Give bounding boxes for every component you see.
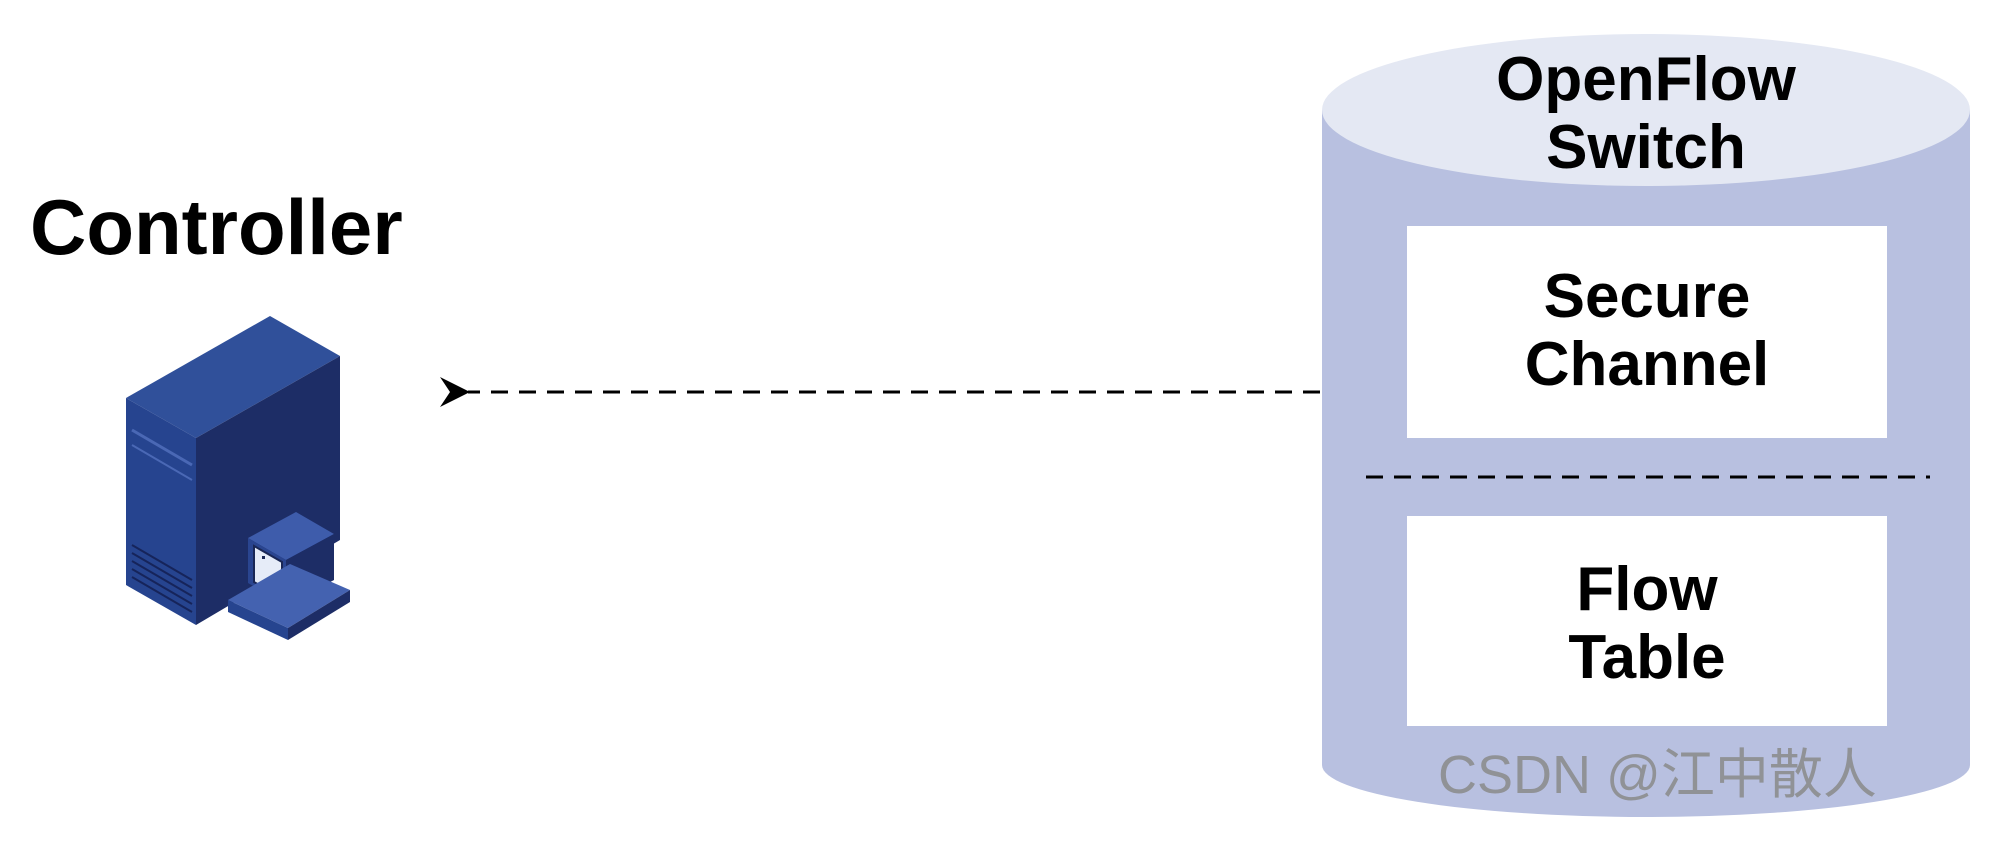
secure-channel-box (1407, 226, 1887, 438)
switch-title: OpenFlow Switch (1316, 46, 1976, 182)
flow-table-line1: Flow (1576, 555, 1718, 624)
controller-label: Controller (30, 183, 403, 271)
flow-table-box (1407, 516, 1887, 726)
secure-channel-line1: Secure (1543, 262, 1751, 331)
secure-channel-label: Secure Channel (1407, 263, 1887, 399)
switch-title-line1: OpenFlow (1496, 45, 1796, 114)
flow-table-label: Flow Table (1407, 556, 1887, 692)
switch-title-line2: Switch (1546, 113, 1746, 182)
secure-channel-line2: Channel (1524, 330, 1770, 399)
flow-table-line2: Table (1568, 623, 1726, 692)
watermark-text: CSDN @江中散人 (1438, 745, 1877, 805)
server-icon (126, 316, 350, 640)
